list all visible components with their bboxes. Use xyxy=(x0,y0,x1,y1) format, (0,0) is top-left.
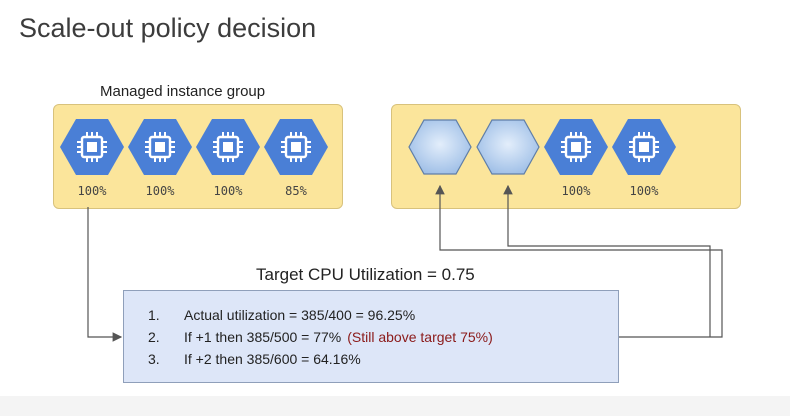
compute-engine-icon xyxy=(196,119,260,175)
instance-utilization: 85% xyxy=(285,184,307,198)
arrow-to-calculation xyxy=(87,207,123,342)
instance-utilization: 100% xyxy=(629,184,659,198)
compute-engine-icon xyxy=(612,119,676,175)
new-instance-hexagon xyxy=(476,119,540,175)
step-number: 3. xyxy=(148,351,160,367)
bottom-strip xyxy=(0,396,790,416)
arrow-to-new-instance-1 xyxy=(435,184,723,338)
target-cpu-utilization-label: Target CPU Utilization = 0.75 xyxy=(256,265,475,284)
managed-instance-group-current: 100% 100% 100% 85% xyxy=(53,104,343,209)
step-number: 2. xyxy=(148,329,160,345)
new-instance-hexagon xyxy=(408,119,472,175)
step-note: (Still above target 75%) xyxy=(347,329,493,345)
step-text: If +1 then 385/500 = 77% xyxy=(184,329,342,345)
step-text: Actual utilization = 385/400 = 96.25% xyxy=(184,307,416,323)
step-number: 1. xyxy=(148,307,160,323)
instance-utilization: 100% xyxy=(213,184,243,198)
compute-engine-icon xyxy=(60,119,124,175)
arrow-to-new-instance-2 xyxy=(503,184,711,337)
instance-utilization: 100% xyxy=(77,184,107,198)
compute-engine-icon xyxy=(544,119,608,175)
calculation-box: 1. Actual utilization = 385/400 = 96.25%… xyxy=(123,290,619,383)
compute-engine-icon xyxy=(128,119,192,175)
group-label: Managed instance group xyxy=(100,83,266,100)
instance-utilization: 100% xyxy=(145,184,175,198)
compute-engine-icon xyxy=(264,119,328,175)
instance-utilization: 100% xyxy=(561,184,591,198)
step-text: If +2 then 385/600 = 64.16% xyxy=(184,351,361,367)
managed-instance-group-scaled: 100% 100% xyxy=(391,104,741,209)
slide-title: Scale-out policy decision xyxy=(19,13,317,43)
